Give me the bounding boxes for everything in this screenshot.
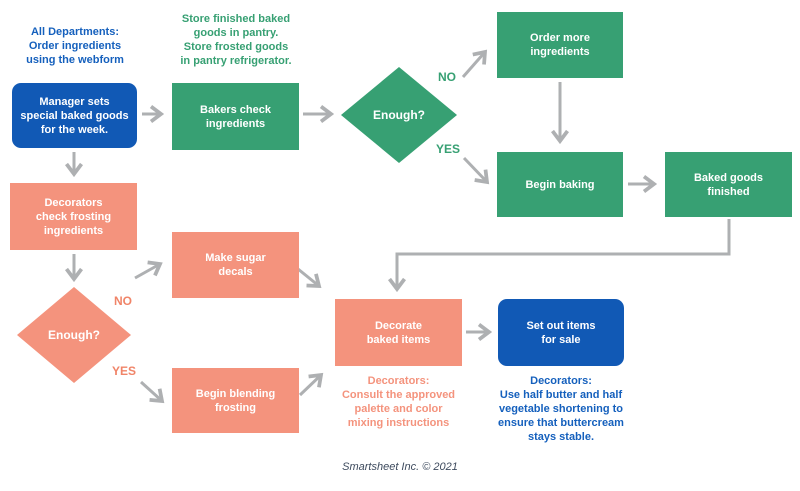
label-green-yes: YES	[436, 142, 461, 156]
node-decorators-check: Decorators check frosting ingredients	[10, 183, 137, 250]
note-all-departments: All Departments: Order ingredients using…	[26, 26, 124, 66]
note-store-goods: Store finished baked goods in pantry. St…	[180, 13, 292, 67]
node-baked-goods-finished: Baked goods finished	[665, 152, 792, 217]
arrow-enough-yes-to-begin-blending	[139, 380, 165, 404]
node-make-sugar-decals: Make sugar decals	[172, 232, 299, 298]
arrow-begin-blending-to-decorate	[298, 372, 324, 397]
label-green-no: NO	[438, 70, 456, 84]
node-begin-baking: Begin baking	[497, 152, 623, 217]
note-decorators-consult: Decorators: Consult the approved palette…	[341, 375, 456, 429]
label-orange-yes: YES	[112, 364, 137, 378]
note-decorators-butter: Decorators: Use half butter and half veg…	[498, 375, 624, 443]
node-set-out-items: Set out items for sale	[498, 299, 624, 366]
footer-credit: Smartsheet Inc. © 2021	[342, 461, 458, 473]
arrow-make-decals-to-decorate	[297, 267, 322, 288]
arrow-baked-finished-to-decorate	[388, 219, 731, 293]
node-decorate-baked-items: Decorate baked items	[335, 299, 462, 366]
label-orange-no: NO	[114, 294, 132, 308]
arrow-enough-yes-to-begin-baking	[462, 156, 490, 185]
node-begin-blending: Begin blending frosting	[172, 368, 299, 433]
node-manager-sets: Manager sets special baked goods for the…	[12, 83, 137, 148]
arrow-enough-no-to-make-decals	[134, 260, 163, 280]
node-order-more: Order more ingredients	[497, 12, 623, 78]
node-bakers-check: Bakers check ingredients	[172, 83, 299, 150]
arrow-enough-no-to-order-more	[461, 49, 488, 78]
